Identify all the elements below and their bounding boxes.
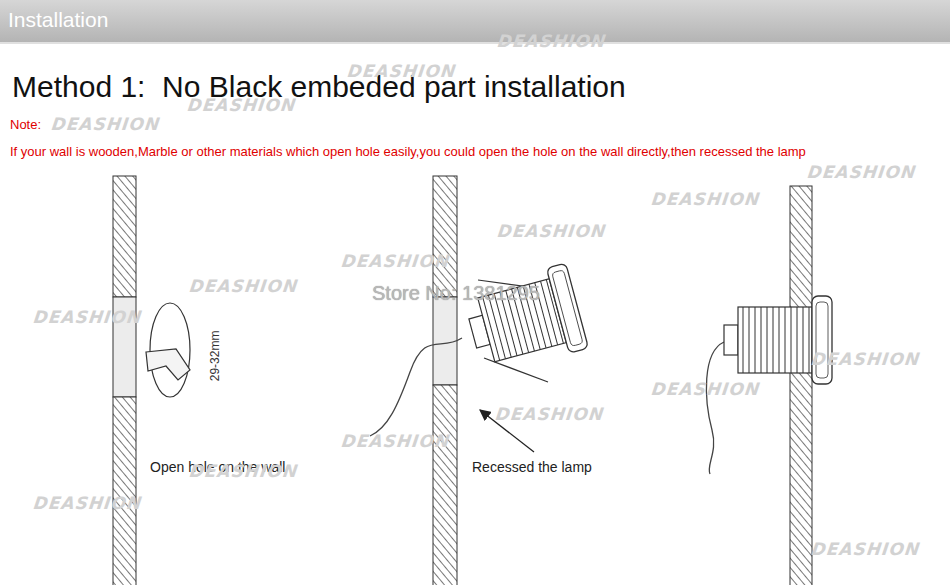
watermark: DEASHION	[341, 252, 452, 272]
watermark: DEASHION	[51, 115, 162, 135]
cable	[706, 342, 724, 474]
header-rule	[0, 42, 950, 44]
watermark: DEASHION	[189, 277, 300, 297]
watermark: DEASHION	[33, 494, 144, 514]
watermark: DEASHION	[811, 540, 922, 560]
store-watermark: Store No: 1381295	[372, 282, 540, 305]
wall	[790, 186, 812, 585]
cable	[370, 338, 462, 436]
wall	[433, 176, 457, 585]
method-heading: Method 1: No Black embeded part installa…	[12, 70, 626, 105]
watermark: DEASHION	[497, 222, 608, 242]
watermark: DEASHION	[811, 350, 922, 370]
header-title: Installation	[8, 8, 108, 32]
watermark: DEASHION	[189, 462, 300, 482]
note-label: Note:	[10, 118, 41, 133]
watermark: DEASHION	[341, 432, 452, 452]
motion-line	[484, 358, 548, 382]
watermark: DEASHION	[651, 190, 762, 210]
watermark: DEASHION	[497, 32, 608, 52]
watermark: DEASHION	[807, 163, 918, 183]
step-caption: Recessed the lamp	[472, 459, 592, 475]
watermark: DEASHION	[495, 405, 606, 425]
lamp	[724, 296, 832, 384]
watermark: DEASHION	[33, 308, 144, 328]
hole-cutter	[146, 303, 190, 397]
watermark: DEASHION	[347, 62, 458, 82]
note-text: If your wall is wooden,Marble or other m…	[10, 145, 806, 160]
dimension: 29-32mm	[209, 331, 223, 382]
watermark: DEASHION	[651, 380, 762, 400]
header-bar	[0, 0, 950, 43]
lamp	[461, 263, 588, 376]
watermark: DEASHION	[187, 96, 298, 116]
wall	[113, 176, 136, 585]
